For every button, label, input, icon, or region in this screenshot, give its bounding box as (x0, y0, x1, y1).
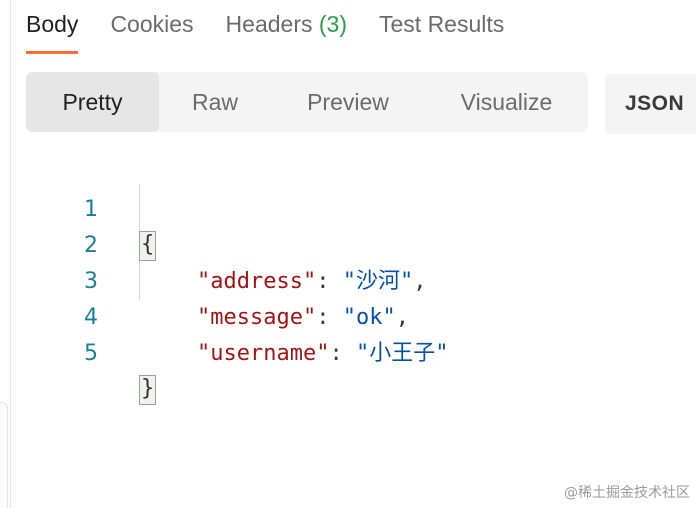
view-visualize-button[interactable]: Visualize (460, 88, 553, 115)
line-number: 4 (84, 305, 98, 330)
tab-body[interactable]: Body (26, 8, 79, 54)
response-tabs: Body Cookies Headers (3) Test Results (26, 8, 504, 54)
json-key: "username" (197, 341, 330, 366)
code-line: 5 } (0, 300, 696, 405)
view-mode-selector: Pretty Raw Preview Visualize (26, 72, 588, 132)
tab-headers[interactable]: Headers (3) (225, 11, 347, 37)
tab-test-results[interactable]: Test Results (379, 11, 505, 37)
line-number: 5 (84, 341, 98, 366)
code-line: 4 "username": "小王子" (0, 264, 696, 366)
sidebar-edge (0, 402, 8, 508)
json-value: "沙河" (342, 269, 414, 294)
json-value: "ok" (342, 305, 396, 330)
headers-count-badge: (3) (318, 11, 347, 37)
json-key: "message" (197, 305, 317, 330)
view-raw-button[interactable]: Raw (191, 88, 238, 115)
left-divider (0, 0, 11, 508)
json-value: "小王子" (355, 341, 449, 366)
code-line: 1 { (0, 156, 696, 261)
close-brace: } (139, 375, 157, 405)
view-preview-button[interactable]: Preview (307, 88, 389, 115)
code-line: 2 "address": "沙河", (0, 192, 696, 294)
view-pretty-button[interactable]: Pretty (26, 72, 159, 132)
json-key: "address" (197, 269, 317, 294)
open-brace: { (139, 231, 157, 261)
line-number: 3 (84, 269, 98, 294)
tab-cookies[interactable]: Cookies (110, 11, 194, 37)
watermark: @稀土掘金技术社区 (564, 485, 690, 501)
response-body-editor[interactable]: 1 { 2 "address": "沙河", 3 "message": "ok"… (0, 156, 696, 405)
line-number: 2 (84, 233, 98, 258)
line-number: 1 (84, 197, 98, 222)
format-dropdown[interactable]: JSON (605, 74, 696, 134)
code-line: 3 "message": "ok", (0, 228, 696, 330)
